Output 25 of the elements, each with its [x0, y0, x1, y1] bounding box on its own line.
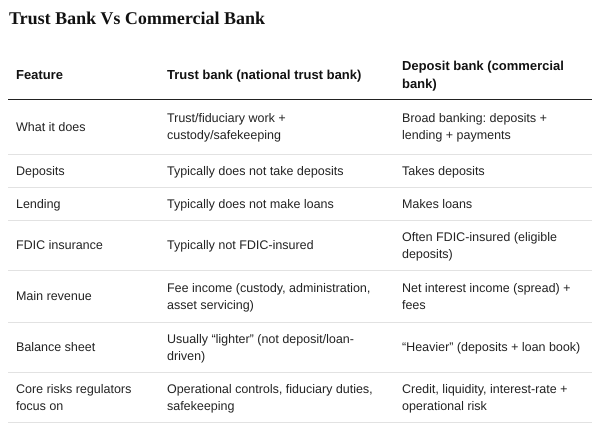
column-header: Deposit bank (commercial bank): [402, 56, 565, 92]
comparison-text: Broad banking: deposits + lending + payments: [402, 110, 548, 144]
feature-name: Deposits: [16, 162, 66, 180]
comparison-text: Often FDIC-insured (eligible deposits): [402, 228, 558, 262]
comparison-text: Credit, liquidity, interest-rate + operational risk: [402, 380, 568, 414]
comparison-text: Makes loans: [402, 196, 474, 212]
title: Trust Bank Vs Commercial Bank: [9, 8, 266, 29]
comparison-text: Usually “lighter” (not deposit/loan-driven): [167, 330, 355, 364]
feature-name: Main revenue: [16, 288, 93, 305]
feature-name: Lending: [16, 196, 62, 212]
comparison-text: Typically not FDIC-insured: [167, 237, 315, 254]
comparison-text: Fee income (custody, administration, asset servicing): [167, 280, 372, 314]
feature-name: Core risks regulators focus on: [16, 380, 132, 414]
comparison-text: Typically does not make loans: [167, 196, 335, 212]
feature-name: FDIC insurance: [16, 237, 104, 254]
comparison-text: Typically does not take deposits: [167, 162, 344, 180]
comparison-text: Net interest income (spread) + fees: [402, 280, 572, 314]
comparison-text: Operational controls, fiduciary duties, safekeeping: [167, 380, 374, 414]
comparison-text: Takes deposits: [402, 162, 486, 180]
column-header: Trust bank (national trust bank): [167, 66, 362, 84]
column-header: Feature: [16, 66, 64, 84]
feature-name: What it does: [16, 118, 86, 136]
feature-name: Balance sheet: [16, 339, 96, 356]
comparison-text: “Heavier” (deposits + loan book): [402, 339, 582, 356]
comparison-text: Trust/fiduciary work + custody/safekeeping: [167, 110, 287, 144]
